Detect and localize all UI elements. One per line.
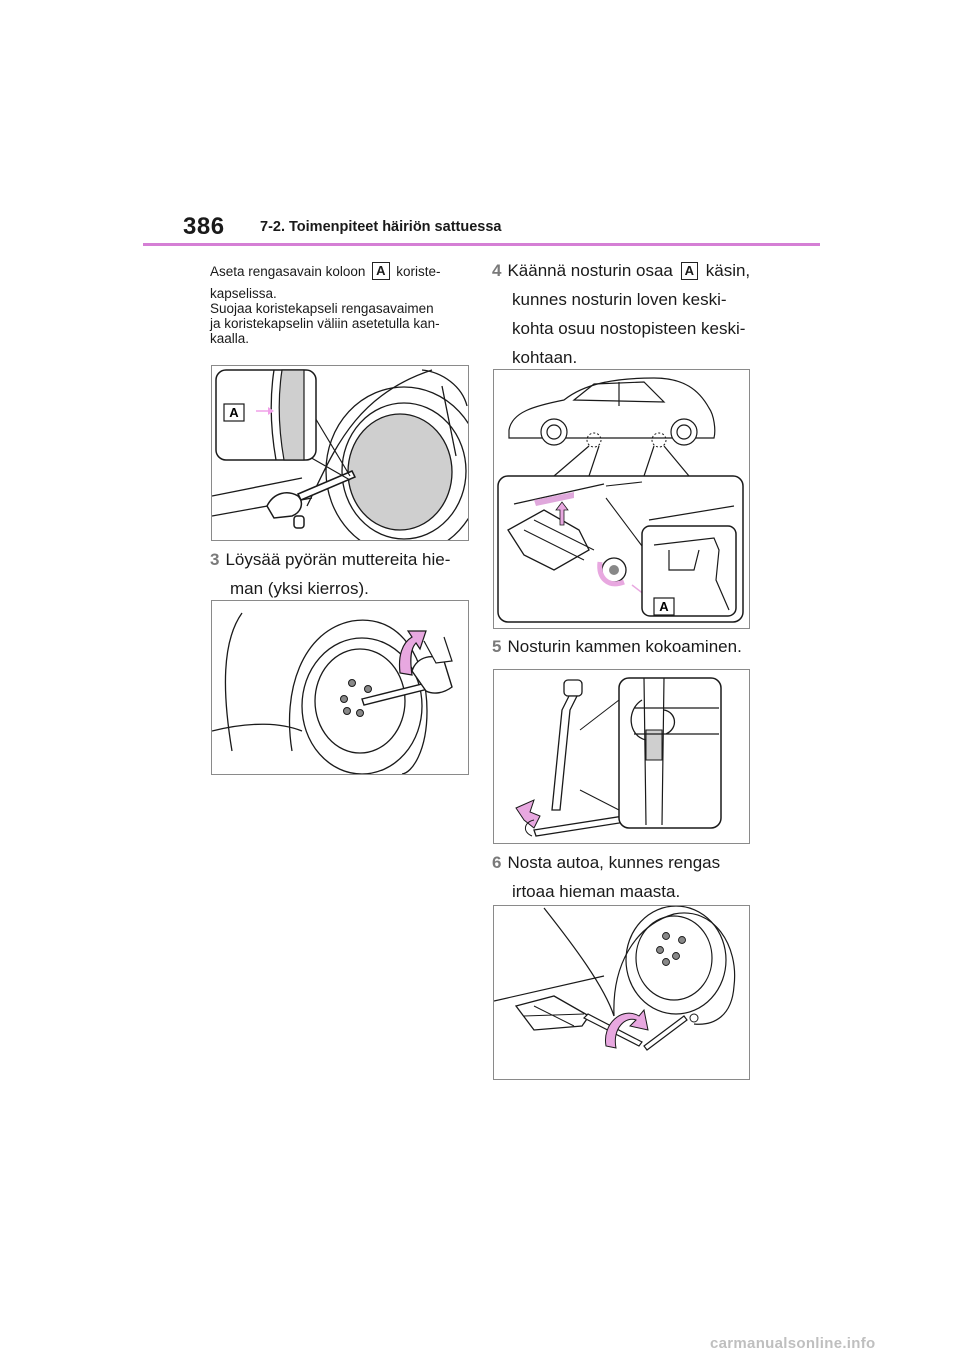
step-4-line2: kunnes nosturin loven keski- xyxy=(512,290,727,309)
intro-line2: kapselissa. xyxy=(210,286,277,301)
step-3-line2: man (yksi kierros). xyxy=(230,579,369,598)
intro-line1-after: koriste- xyxy=(396,264,441,279)
figure-crank-assembly xyxy=(493,669,750,844)
label-a-inline: A xyxy=(680,262,698,280)
rotate-arrow-icon xyxy=(515,799,541,829)
label-a-inline: A xyxy=(372,262,390,280)
rotation-arrow-icon xyxy=(597,561,625,587)
figure-hubcap-wrench: A xyxy=(211,365,469,541)
step-4: 4 Käännä nosturin osaa A käsin, kunnes no… xyxy=(492,256,782,372)
step-4-line1-after: käsin, xyxy=(705,261,751,280)
rotation-arrow-icon xyxy=(605,1008,649,1049)
intro-text: Aseta rengasavain koloon A koriste- kaps… xyxy=(210,262,480,346)
loosen-nuts-illustration xyxy=(212,612,453,774)
step-5-text: Nosturin kammen kokoaminen. xyxy=(507,637,742,656)
step-4-line3: kohta osuu nostopisteen keski- xyxy=(512,319,746,338)
jack-body-shape xyxy=(507,509,590,571)
detail-callout-box xyxy=(641,525,737,617)
step-4-line1-before: Käännä nosturin osaa xyxy=(507,261,673,280)
header-rule xyxy=(143,243,820,246)
note-line-3: kaalla. xyxy=(210,331,250,346)
section-title: 7-2. Toimenpiteet häiriön sattuessa xyxy=(260,219,502,235)
intro-line1-before: Aseta rengasavain koloon xyxy=(210,264,366,279)
jack-body-shape xyxy=(514,995,590,1031)
figure-jack-points: A xyxy=(493,369,750,629)
step-3: 3 Löysää pyörän muttereita hie- man (yksi… xyxy=(210,545,480,603)
step-6: 6 Nosta autoa, kunnes rengas irtoaa hiema… xyxy=(492,848,782,906)
step-5-number: 5 xyxy=(492,637,502,656)
step-6-line2: irtoaa hieman maasta. xyxy=(512,882,681,901)
fig1-label-a: A xyxy=(229,405,239,420)
jack-points-illustration: A xyxy=(497,377,744,623)
step-4-number: 4 xyxy=(492,261,502,280)
step-3-number: 3 xyxy=(210,550,220,569)
hand-shape xyxy=(411,655,453,694)
step-5: 5 Nosturin kammen kokoaminen. xyxy=(492,632,782,661)
up-arrow-icon xyxy=(555,501,569,526)
raise-vehicle-illustration xyxy=(494,906,736,1051)
note-line-2: ja koristekapselin väliin asetetulla kan… xyxy=(210,316,440,331)
hubcap-illustration: A xyxy=(212,369,468,540)
step-6-number: 6 xyxy=(492,853,502,872)
step-6-line1: Nosta autoa, kunnes rengas xyxy=(507,853,721,872)
detail-callout-box xyxy=(618,677,722,829)
page-number: 386 xyxy=(183,213,225,240)
note-line-1: Suojaa koristekapseli rengasavaimen xyxy=(210,301,434,316)
fig4-label-a: A xyxy=(659,599,669,614)
crank-assembly-illustration xyxy=(515,677,722,837)
step-4-line4: kohtaan. xyxy=(512,348,578,367)
watermark: carmanualsonline.info xyxy=(710,1335,876,1352)
figure-raise-vehicle xyxy=(493,905,750,1080)
hubcap-shape xyxy=(347,413,453,531)
figure-loosen-nuts xyxy=(211,600,469,775)
hand-shape xyxy=(266,492,303,519)
rotation-arrow-icon xyxy=(398,630,427,676)
step-3-line1: Löysää pyörän muttereita hie- xyxy=(225,550,451,569)
